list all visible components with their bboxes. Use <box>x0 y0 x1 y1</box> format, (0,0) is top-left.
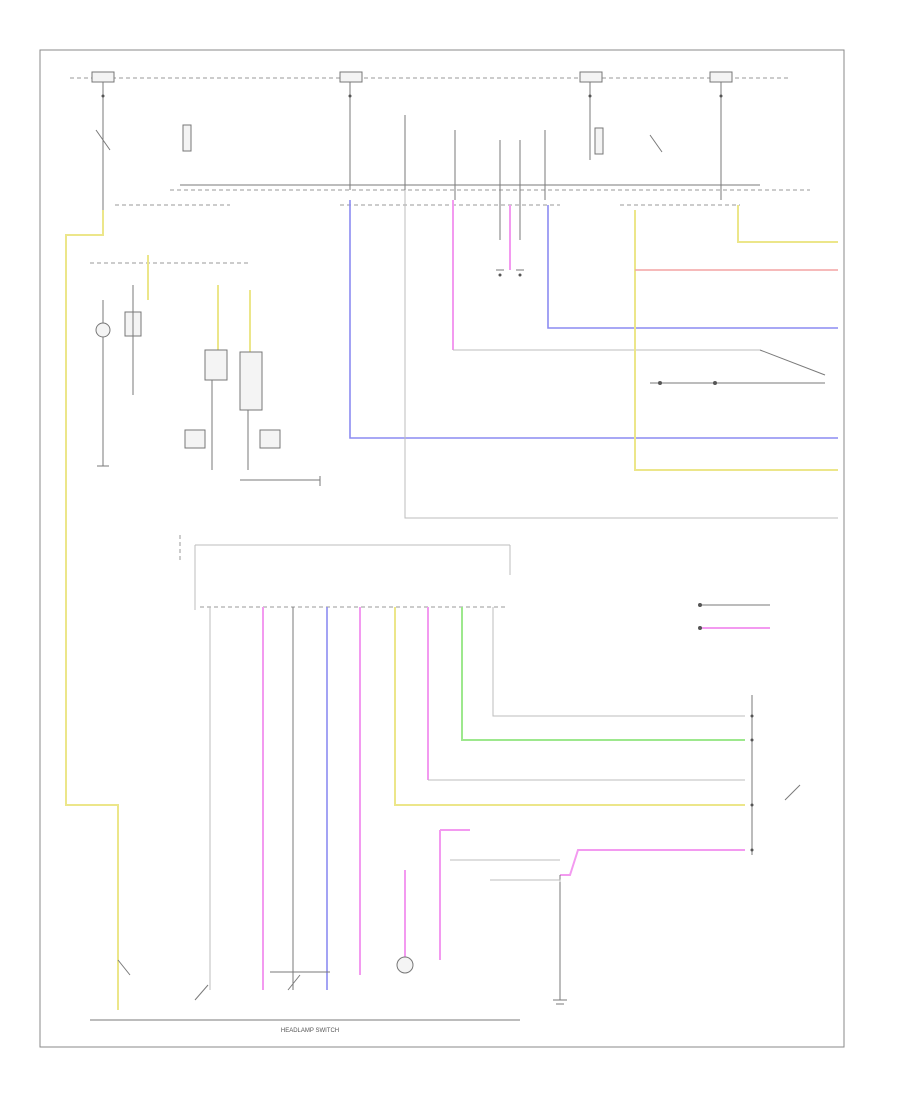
relay-right <box>594 127 604 155</box>
headlamp-switch <box>90 956 520 1021</box>
right-switch-group <box>650 349 826 385</box>
fuse-block-top <box>91 71 733 210</box>
lamp-left <box>95 322 111 338</box>
fuse-3 <box>579 71 603 83</box>
relay-group-top <box>95 124 663 155</box>
right-switch-column <box>750 695 801 855</box>
wire-yellow-right-top <box>737 205 838 243</box>
wire-blue-long <box>349 200 838 439</box>
wire-pink-bottom-right <box>560 849 745 876</box>
wire-blue-short <box>547 205 838 329</box>
fuse-2 <box>339 71 363 83</box>
wire-yellow-right-bottom <box>634 210 838 471</box>
ground-symbol-bottom <box>553 999 567 1005</box>
right-connector-group <box>698 603 770 630</box>
wire-grey-long <box>404 190 838 519</box>
wire-grey-c9 <box>492 607 745 717</box>
wire-green-c8 <box>461 607 745 741</box>
headlamp-switch-caption: HEADLAMP SWITCH <box>281 1028 339 1034</box>
instrument-cluster-block <box>179 535 511 610</box>
wire-yellow-c6 <box>394 607 745 806</box>
left-component-area <box>95 285 321 486</box>
wire-yellow-left <box>65 210 119 1010</box>
diagram-frame <box>39 49 845 1048</box>
wire-pink-bottom-center <box>439 829 470 960</box>
fuse-4 <box>709 71 733 83</box>
module-left <box>239 351 263 411</box>
relay-left <box>182 124 192 152</box>
fuse-1 <box>91 71 115 83</box>
ground-symbol-center <box>496 269 524 277</box>
